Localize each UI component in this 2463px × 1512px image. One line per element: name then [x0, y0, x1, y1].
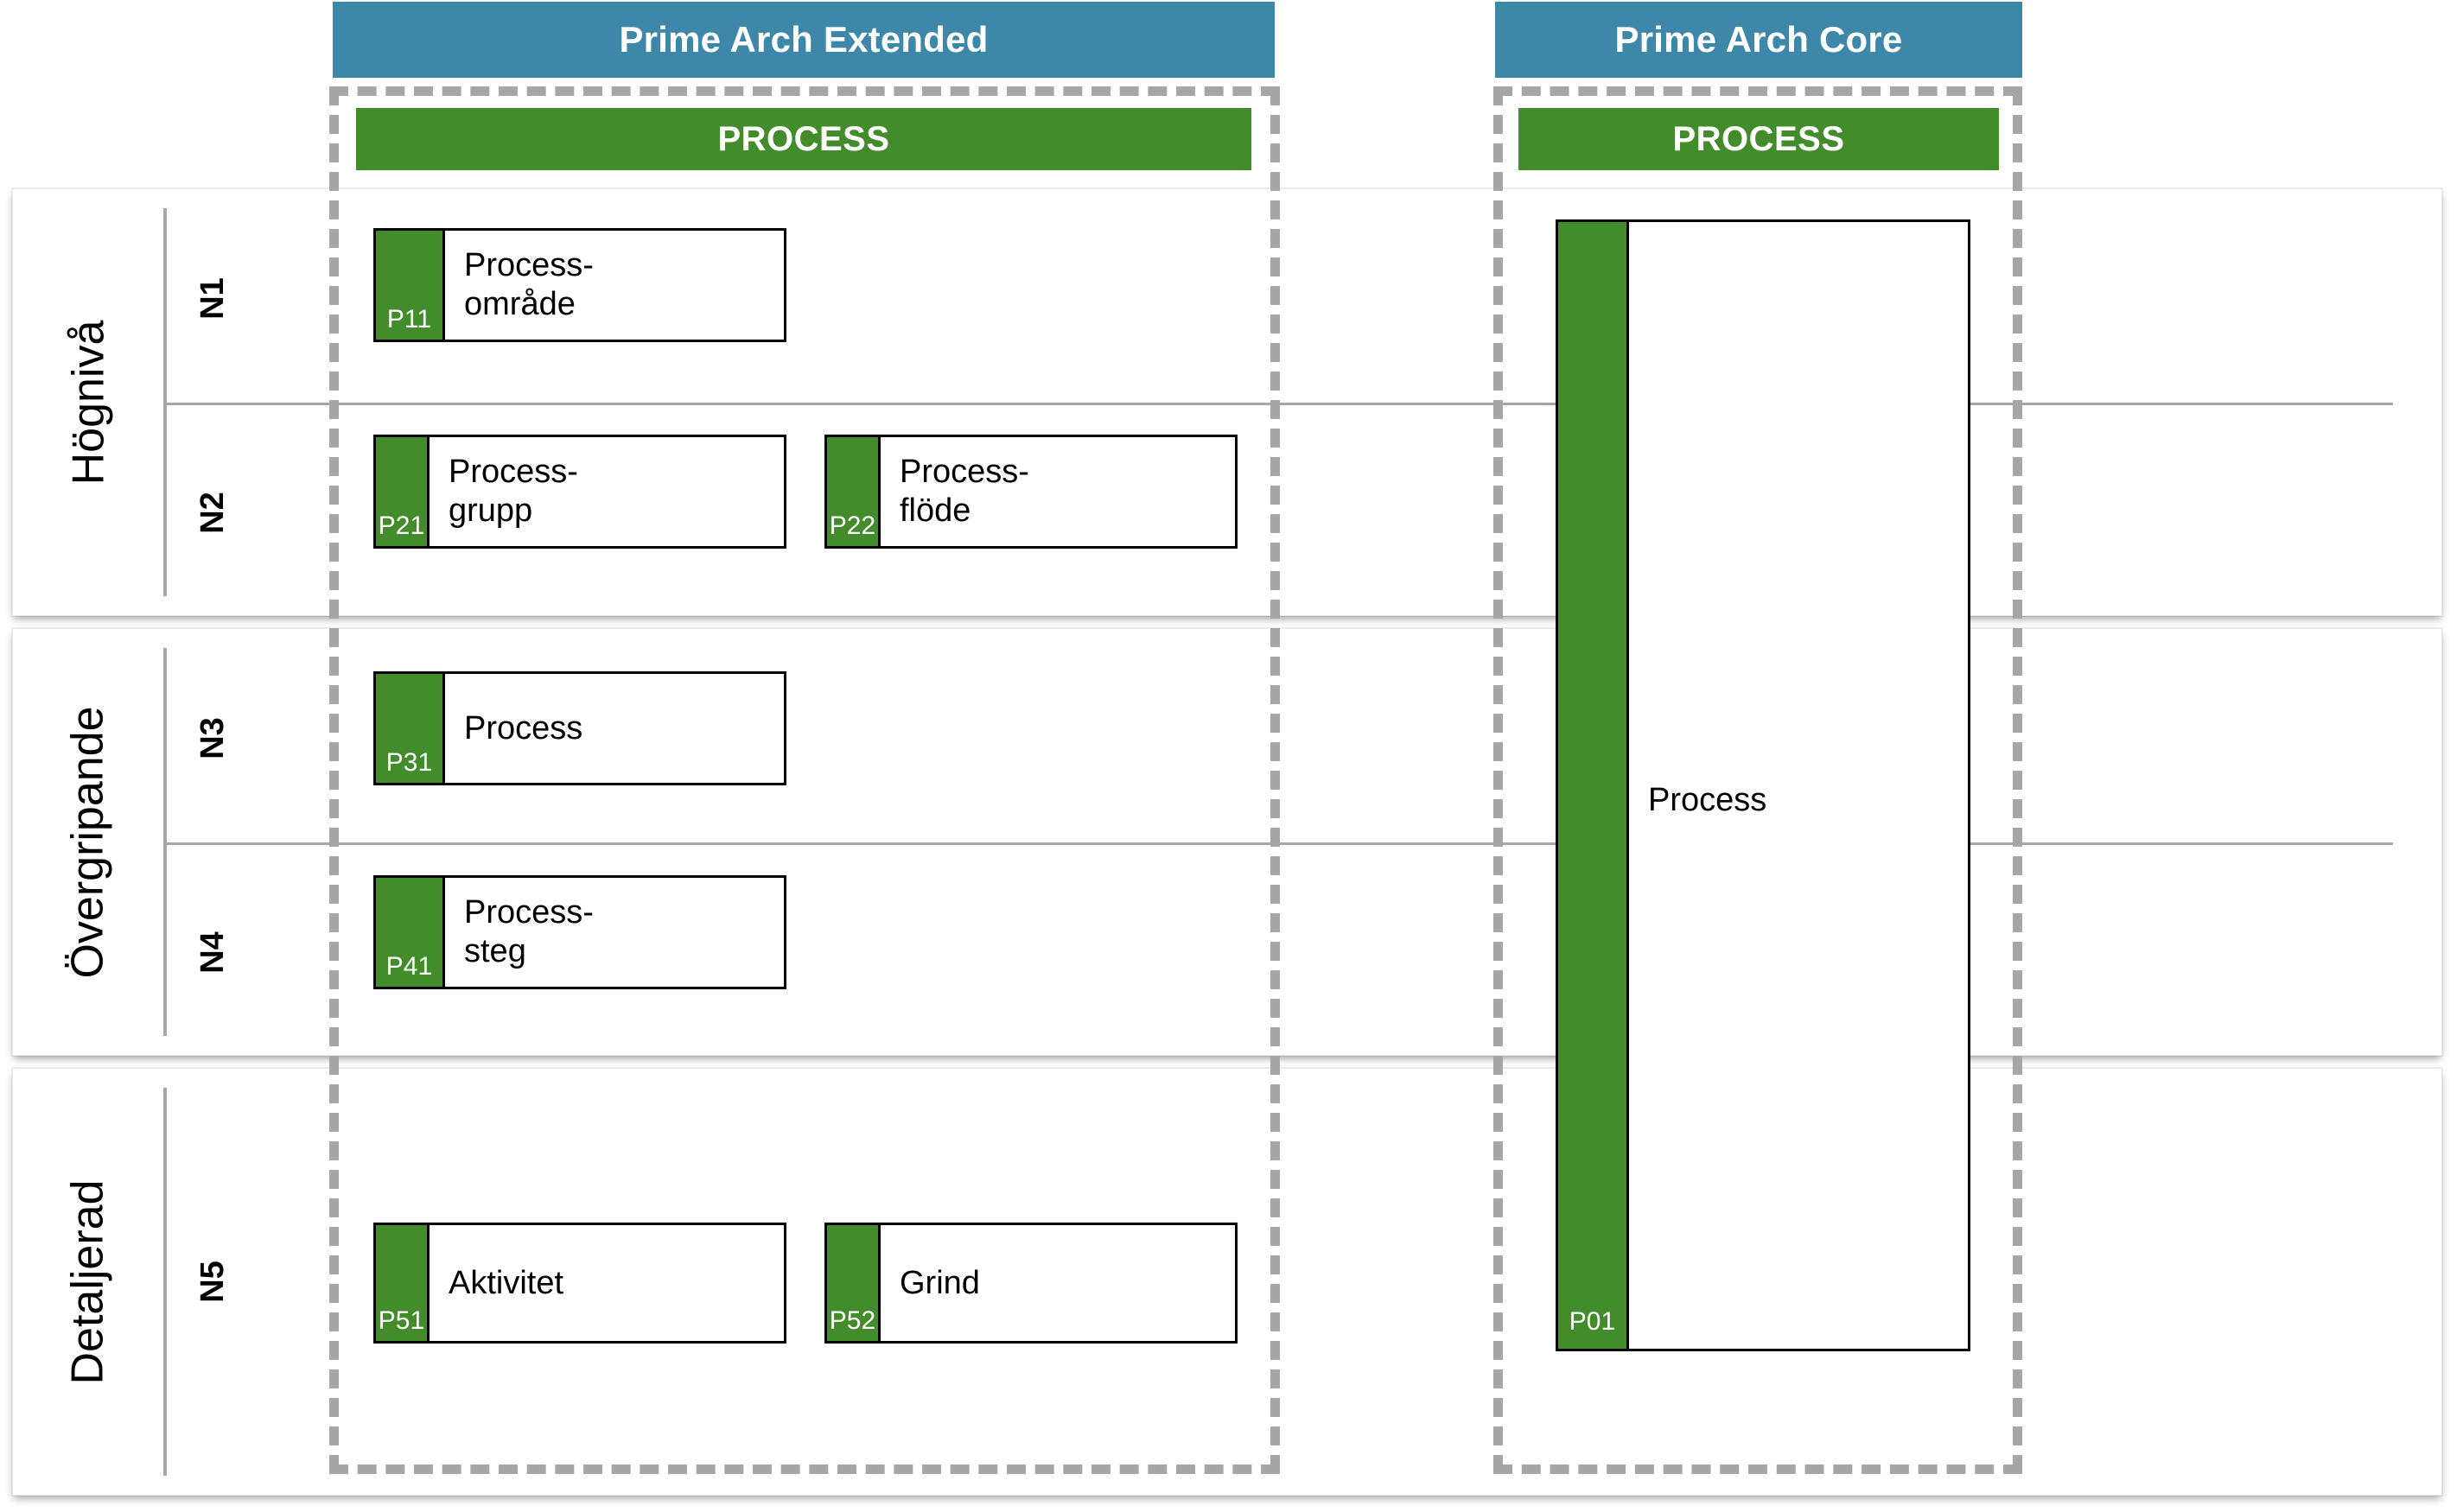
process-box-p51[interactable]: P51 Aktivitet: [373, 1223, 786, 1344]
process-box-p31-code: P31: [376, 674, 445, 783]
level-label-n5: N5: [194, 1261, 231, 1303]
process-box-p11-title: Process- område: [464, 247, 594, 322]
band-label-overgripande: Övergripande: [63, 705, 114, 979]
process-box-p41[interactable]: P41 Process- steg: [373, 875, 786, 989]
process-box-p22-code: P22: [827, 437, 881, 546]
process-box-p51-code: P51: [376, 1225, 430, 1341]
level-label-n2: N2: [194, 492, 231, 534]
process-box-p21-code: P21: [376, 437, 430, 546]
process-box-p11-code: P11: [376, 231, 445, 340]
process-box-p01-title: Process: [1648, 782, 1767, 818]
process-box-p11[interactable]: P11 Process- område: [373, 228, 786, 342]
band-divider-rule: [163, 208, 167, 596]
process-banner-extended-label: PROCESS: [717, 119, 890, 158]
column-header-prime-arch-core: Prime Arch Core: [1495, 2, 2022, 78]
process-box-p22-title: Process- flöde: [900, 454, 1029, 529]
row-divider-n3-n4: [163, 842, 2393, 845]
band-label-hogniva: Högnivå: [63, 320, 114, 485]
process-banner-core: PROCESS: [1518, 108, 1999, 170]
process-box-p41-title: Process- steg: [464, 894, 594, 969]
process-box-p22[interactable]: P22 Process- flöde: [824, 435, 1238, 549]
process-box-p31-title: Process: [464, 709, 583, 746]
band-divider-rule: [163, 1088, 167, 1476]
process-box-p21[interactable]: P21 Process- grupp: [373, 435, 786, 549]
column-header-prime-arch-extended: Prime Arch Extended: [333, 2, 1275, 78]
level-label-n3: N3: [194, 717, 231, 759]
process-box-p52-code: P52: [827, 1225, 881, 1341]
band-label-detaljerad: Detaljerad: [63, 1178, 113, 1385]
level-label-n4: N4: [194, 931, 231, 974]
process-box-p01-code: P01: [1558, 222, 1629, 1349]
row-divider-n1-n2: [163, 403, 2393, 405]
process-banner-core-label: PROCESS: [1672, 119, 1845, 158]
level-label-n1: N1: [194, 277, 231, 320]
process-box-p21-title: Process- grupp: [449, 454, 578, 529]
process-box-p52[interactable]: P52 Grind: [824, 1223, 1238, 1344]
process-box-p52-title: Grind: [900, 1264, 980, 1301]
process-box-p01[interactable]: P01 Process: [1556, 219, 1970, 1351]
process-box-p31[interactable]: P31 Process: [373, 671, 786, 785]
band-divider-rule: [163, 648, 167, 1036]
column-header-core-label: Prime Arch Core: [1614, 19, 1903, 60]
process-box-p41-code: P41: [376, 878, 445, 987]
process-box-p51-title: Aktivitet: [449, 1264, 564, 1301]
column-header-extended-label: Prime Arch Extended: [619, 19, 989, 60]
process-banner-extended: PROCESS: [356, 108, 1251, 170]
process-box-p01-title-wrap: Process: [1629, 222, 1968, 1349]
